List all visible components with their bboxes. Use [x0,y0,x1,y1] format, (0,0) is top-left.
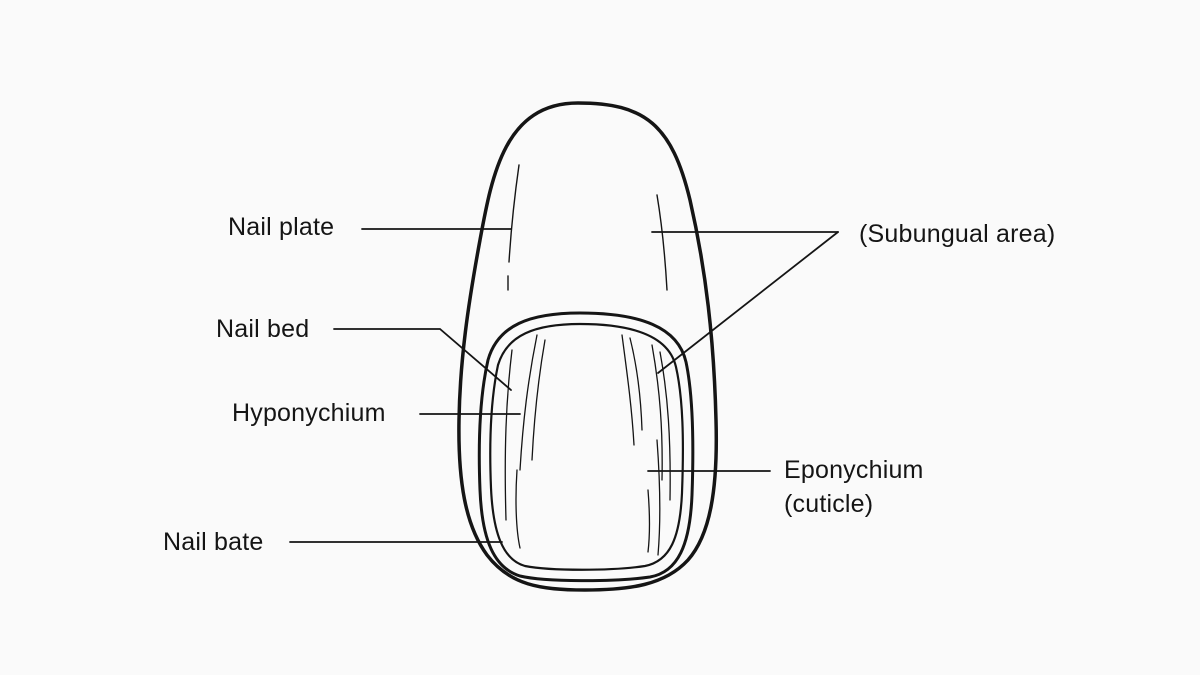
label-eponychium-line2: (cuticle) [784,490,874,518]
nail-outer-outline [457,101,719,592]
label-subungual-area: (Subungual area) [859,220,1056,248]
label-nail-bed: Nail bed [216,315,310,343]
label-nail-plate: Nail plate [228,213,335,241]
nail-plate-shading-lines [507,164,668,291]
leader-subungual-lower [657,231,839,374]
label-eponychium-line1: Eponychium [784,456,924,484]
leader-lines [289,228,839,543]
label-nail-bate: Nail bate [163,528,264,556]
leader-nail-bed [333,328,512,391]
nail-bed-shading-lines [504,334,671,556]
label-eponychium: Eponychium (cuticle) [784,453,924,521]
label-hyponychium: Hyponychium [232,399,386,427]
nail-bed-outer-outline [477,311,695,583]
